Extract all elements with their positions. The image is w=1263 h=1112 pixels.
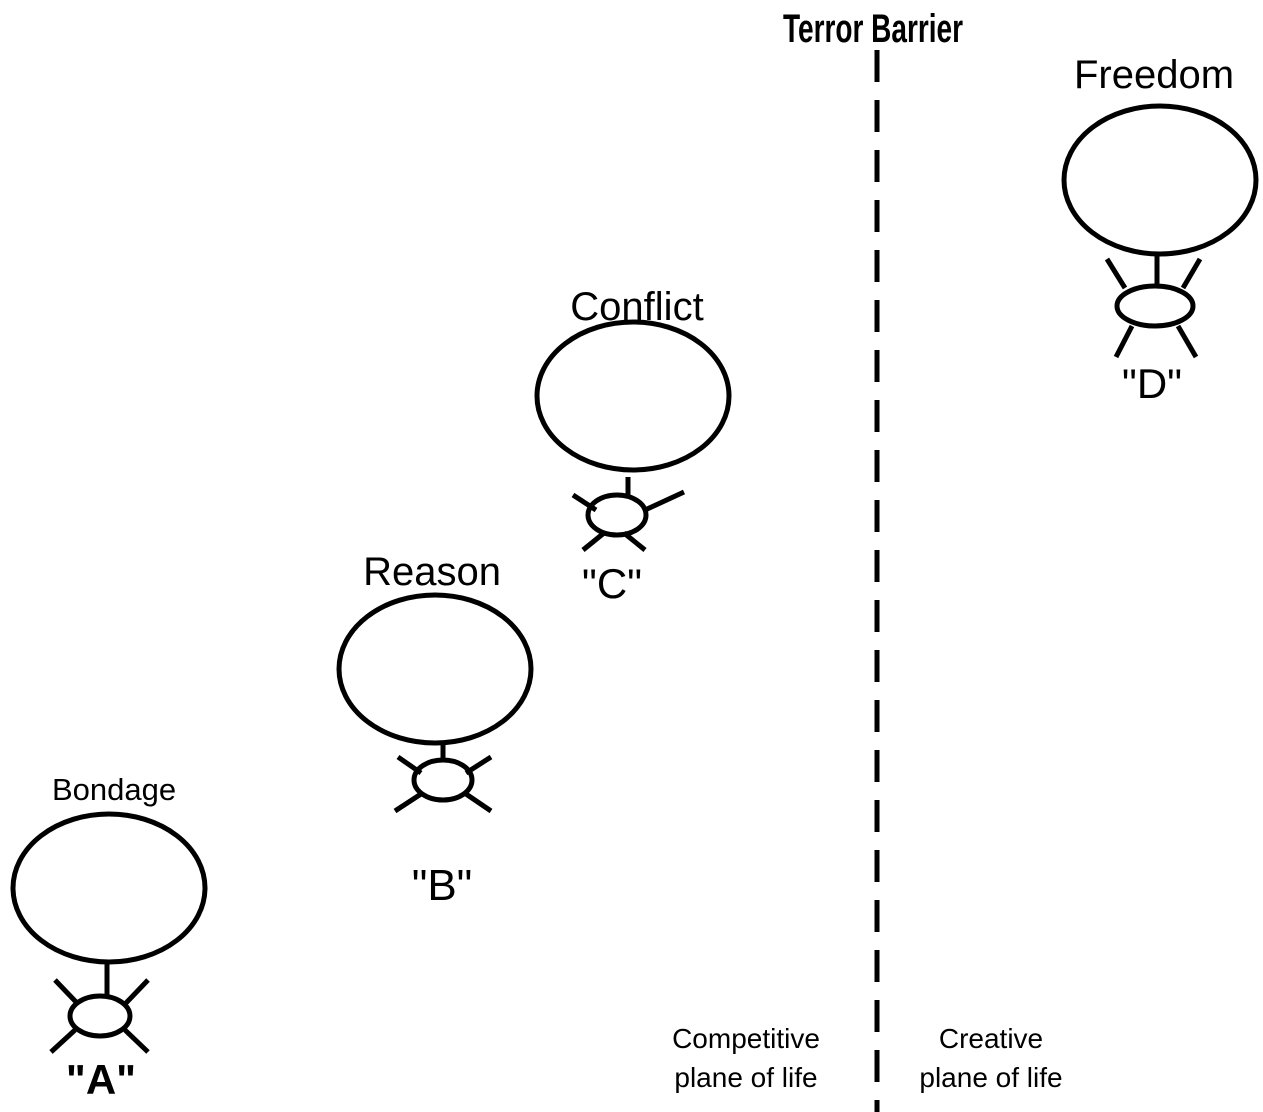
figure-b-mind-circle [336, 592, 534, 746]
figure-c-leg-right [622, 531, 647, 552]
figure-d: Freedom "D" [1061, 53, 1259, 407]
figure-c-leg-left [581, 531, 606, 552]
creative-plane-line1: Creative [939, 1023, 1043, 1054]
figure-a-arm-right [124, 978, 150, 1005]
figure-d-arm-right [1180, 257, 1203, 290]
figure-b-label: "B" [412, 861, 473, 910]
figure-d-mind-circle [1061, 103, 1259, 257]
figure-c: Conflict "C" [534, 285, 732, 607]
figure-d-arm-left [1104, 257, 1128, 290]
figure-a-label: "A" [66, 1056, 136, 1103]
figure-b-leg-right [464, 791, 493, 814]
figure-d-leg-left [1113, 324, 1135, 359]
figure-a-body-ellipse [67, 993, 133, 1039]
figure-b-arm-left [396, 754, 423, 776]
figure-c-arm-right [643, 489, 686, 513]
figure-c-mind-circle [534, 319, 732, 473]
figure-a-leg-left [49, 1028, 77, 1054]
figure-a-mind-circle [10, 811, 208, 965]
competitive-plane-line2: plane of life [674, 1062, 817, 1093]
figure-a-leg-right [123, 1028, 150, 1054]
figure-b-title: Reason [363, 550, 501, 594]
barrier-title: Terror Barrier [783, 7, 963, 51]
figure-c-label: "C" [582, 560, 642, 607]
figure-b-leg-left [393, 791, 423, 814]
figure-c-body-ellipse [585, 492, 649, 538]
figure-b-arm-right [464, 754, 493, 776]
figure-a: Bondage "A" [10, 772, 208, 1103]
competitive-plane-line1: Competitive [672, 1023, 820, 1054]
figure-a-arm-left [53, 978, 79, 1005]
figure-d-title: Freedom [1074, 53, 1234, 97]
creative-plane-line2: plane of life [919, 1062, 1062, 1093]
figure-b: Reason "B" [336, 550, 534, 910]
figure-d-label: "D" [1122, 360, 1182, 407]
figure-b-body-ellipse [411, 757, 475, 803]
figure-d-leg-right [1175, 324, 1199, 359]
figure-c-arm-left [571, 492, 598, 513]
plane-labels: Competitive plane of life Creative plane… [672, 1023, 1063, 1093]
figure-a-title: Bondage [52, 772, 176, 807]
figure-d-body-ellipse [1114, 283, 1196, 329]
